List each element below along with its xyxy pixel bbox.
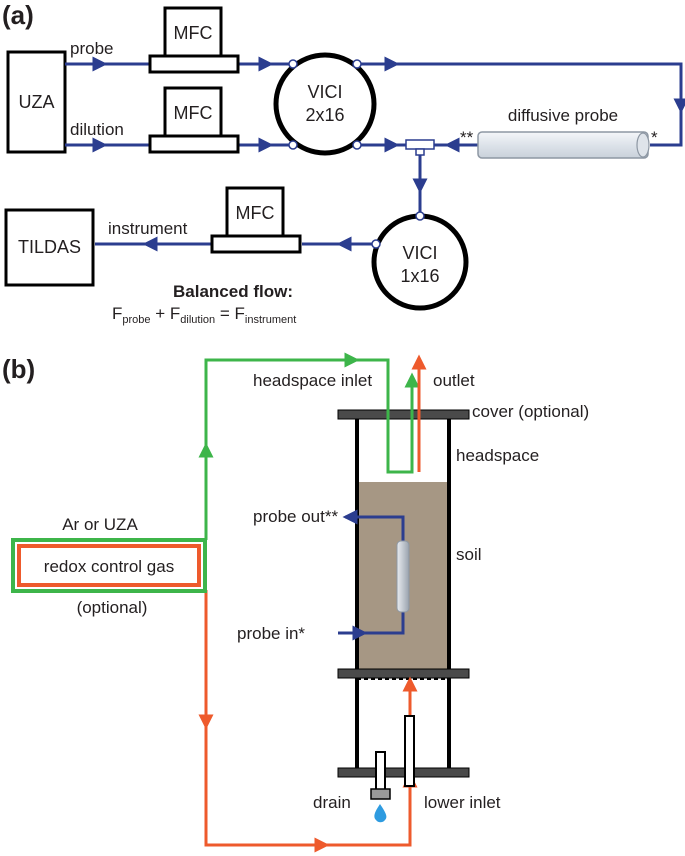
probe-mark-single: *: [651, 128, 658, 147]
column-walls: [355, 416, 451, 770]
cover-top: [337, 409, 470, 420]
cover-bottom: [337, 767, 470, 778]
probe-out-label: probe out**: [253, 507, 338, 526]
mfc-dilution-label: MFC: [174, 103, 213, 123]
optional-label: (optional): [77, 598, 148, 617]
soil-label: soil: [456, 545, 482, 564]
dilution-label: dilution: [70, 120, 124, 139]
mfc-instrument: MFC: [210, 186, 302, 254]
panel-a: (a) UZA: [2, 0, 685, 326]
diffusive-probe-label: diffusive probe: [508, 106, 618, 125]
panel-b: (b): [2, 352, 589, 853]
redox-gas-label: redox control gas: [44, 557, 174, 576]
lower-inlet-label: lower inlet: [424, 793, 501, 812]
vici-2x16: VICI 2x16: [273, 52, 377, 156]
cover-label: cover (optional): [472, 402, 589, 421]
mfc-instrument-label: MFC: [236, 203, 275, 223]
probe-label: probe: [70, 39, 113, 58]
headspace-inlet-label: headspace inlet: [253, 371, 372, 390]
headspace-label: headspace: [456, 446, 539, 465]
tildas-label: TILDAS: [18, 237, 81, 257]
uza-box: [6, 50, 67, 154]
mfc-dilution: MFC: [148, 86, 240, 154]
soil-probe-tube: [396, 540, 410, 613]
instrument-label: instrument: [108, 219, 188, 238]
diffusive-probe-tube: [477, 131, 650, 159]
drain-label: drain: [313, 793, 351, 812]
lower-inlet-tube: [404, 715, 415, 787]
balanced-flow-equation: Fprobe + Fdilution = Finstrument: [112, 304, 296, 326]
vici-2x16-label-2: 2x16: [305, 105, 344, 125]
soil-probe-lines: [338, 509, 405, 641]
balanced-flow-title: Balanced flow:: [173, 282, 293, 301]
tildas-box: [4, 208, 95, 287]
flow-lines-a: [65, 56, 685, 252]
outlet-label: outlet: [433, 371, 475, 390]
mfc-probe: MFC: [148, 6, 240, 74]
vici-1x16-label-2: 1x16: [400, 266, 439, 286]
panel-b-label: (b): [2, 354, 35, 384]
probe-mark-double: **: [460, 128, 474, 147]
headspace-inlet-line: [198, 352, 420, 540]
vici-1x16: VICI 1x16: [371, 211, 469, 311]
tee-fitting: [405, 139, 435, 156]
loop-return: [650, 110, 683, 147]
probe-in-label: probe in*: [237, 624, 305, 643]
mfc-probe-label: MFC: [174, 23, 213, 43]
water-drop-icon: [374, 804, 387, 823]
plate-middle: [337, 668, 470, 679]
loop-line: [358, 62, 683, 110]
redox-gas-box-inner: [17, 544, 201, 587]
uza-label: UZA: [19, 92, 55, 112]
drain-valve: [370, 788, 391, 800]
panel-a-label: (a): [2, 0, 34, 30]
vici-1x16-label-1: VICI: [402, 243, 437, 263]
ar-or-uza-label: Ar or UZA: [62, 515, 138, 534]
vici-2x16-label-1: VICI: [307, 82, 342, 102]
